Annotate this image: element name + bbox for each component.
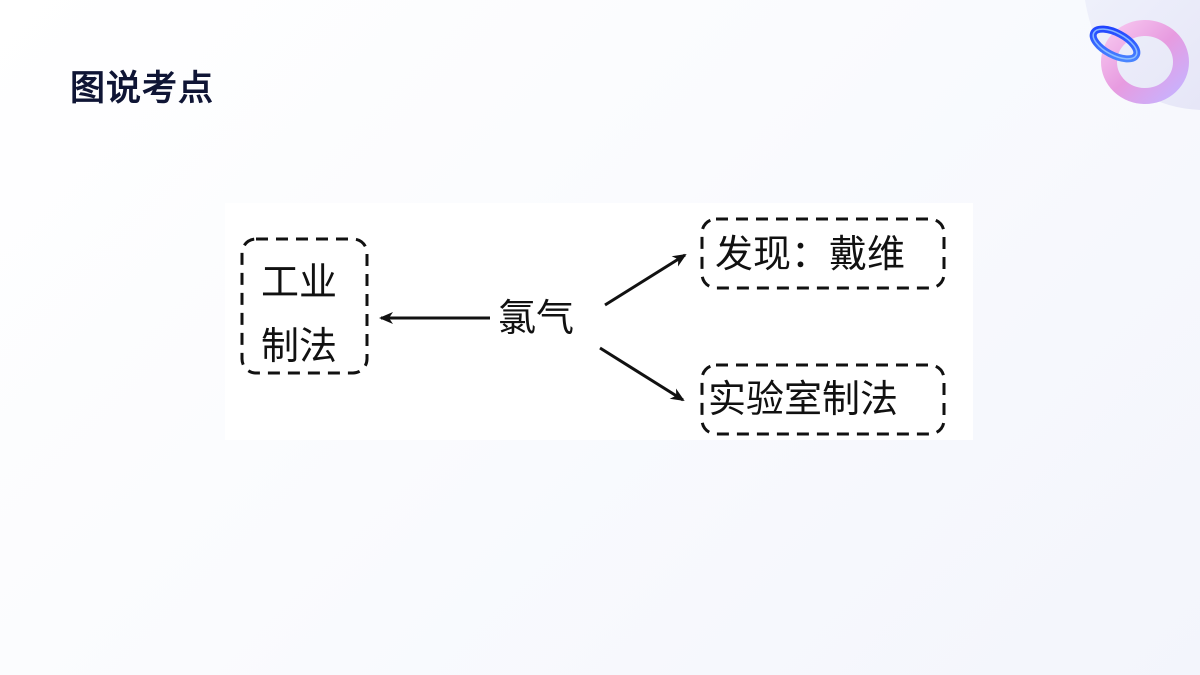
center-node: 氯气	[498, 296, 575, 340]
arrow-to-bottom-right-box	[599, 346, 685, 402]
left-box-line2: 制法	[261, 324, 338, 368]
arrow-to-top-right-box	[604, 253, 687, 307]
page-title: 图说考点	[70, 69, 215, 109]
bottom-right-box-border	[700, 363, 946, 436]
left-box-line1: 工业	[261, 260, 338, 304]
ring-icon	[1085, 0, 1200, 110]
diagram-panel: 工业 制法 氯气 发现：戴维 实验室制法	[225, 203, 973, 440]
top-right-box-border	[700, 217, 946, 290]
diagram-lines	[240, 217, 946, 436]
left-box-border	[240, 237, 369, 375]
top-right-box-text: 发现：戴维	[715, 232, 906, 276]
bottom-right-box-text: 实验室制法	[708, 377, 899, 421]
